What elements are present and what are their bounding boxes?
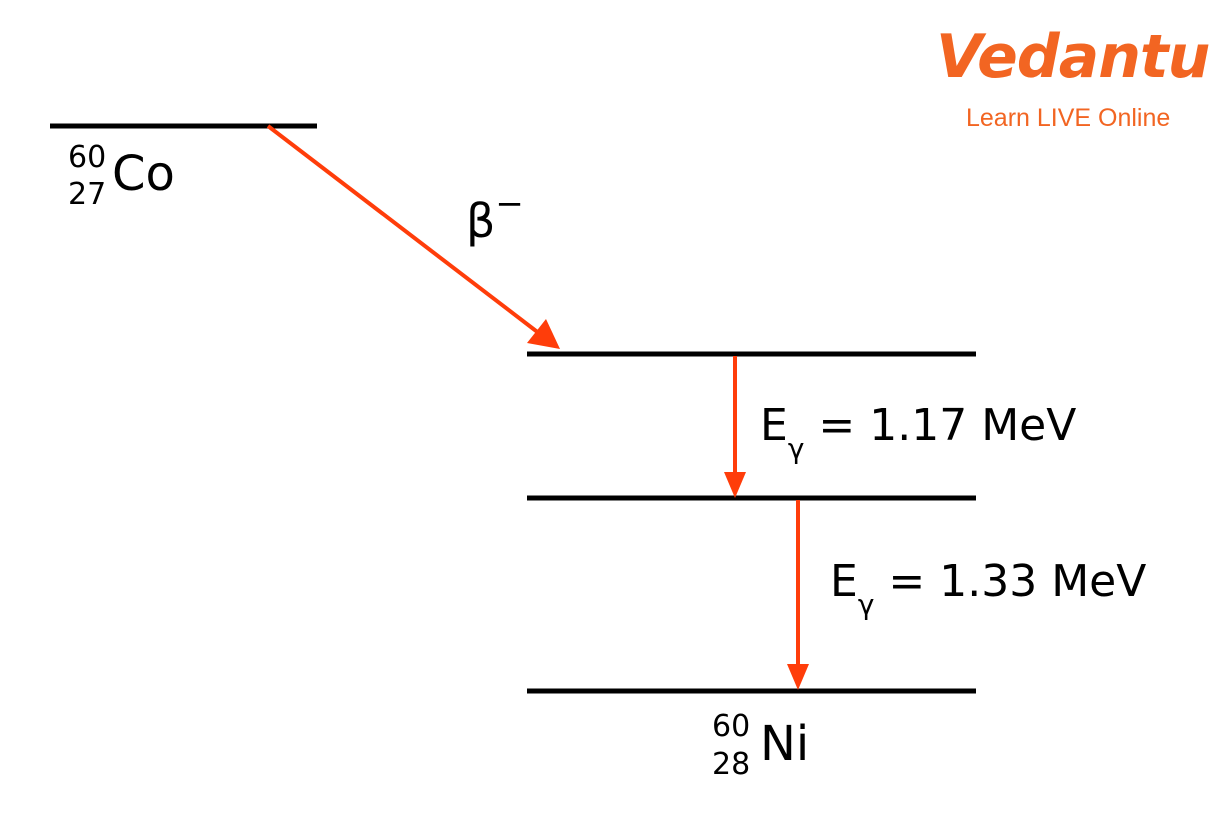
gamma-1-energy-label: Eγ= 1.17 MeV	[760, 404, 1076, 463]
daughter-mass-number: 60	[712, 709, 751, 744]
beta-symbol: β	[466, 194, 496, 248]
daughter-symbol: Ni	[760, 716, 810, 772]
gamma-2-e: E	[830, 556, 858, 607]
gamma-1-subscript: γ	[787, 432, 805, 465]
beta-minus-label: β−	[466, 187, 524, 244]
gamma-2-value: = 1.33 MeV	[888, 556, 1147, 607]
daughter-atomic-number: 28	[712, 747, 751, 782]
vedantu-logo: Vedantu	[936, 22, 1210, 92]
parent-atomic-number: 27	[68, 177, 107, 212]
beta-decay-arrow	[266, 124, 542, 336]
gamma-2-energy-label: Eγ= 1.33 MeV	[830, 560, 1146, 619]
logo-tagline: Learn LIVE Online	[966, 104, 1171, 132]
beta-charge: −	[495, 184, 524, 224]
parent-mass-number: 60	[68, 140, 107, 175]
gamma-2-subscript: γ	[857, 588, 875, 621]
beta-decay-arrowhead	[527, 319, 560, 349]
gamma-1-e: E	[760, 400, 788, 451]
gamma-2-arrowhead	[787, 664, 809, 690]
parent-symbol: Co	[112, 146, 175, 202]
gamma-1-arrowhead	[724, 472, 746, 498]
gamma-1-value: = 1.17 MeV	[818, 400, 1077, 451]
